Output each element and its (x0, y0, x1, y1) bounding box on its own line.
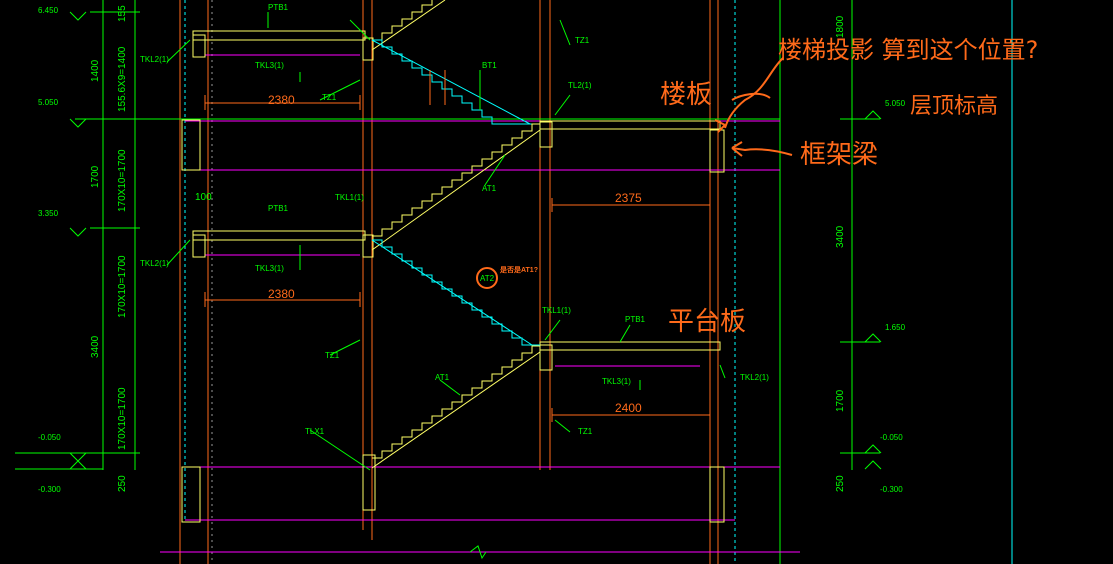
level-5050: 5.050 (38, 98, 59, 107)
label-tz1-mid: TZ1 (325, 351, 340, 360)
annotation-question: 楼梯投影 算到这个位置? (778, 36, 1038, 64)
label-tkl3-mid: TKL3(1) (255, 264, 284, 273)
level-r1650: 1.650 (885, 323, 906, 332)
dim-1800r: 1800 (835, 15, 846, 38)
dim-170x10a: 170X10=1700 (117, 149, 128, 212)
level-rm0050: -0.050 (880, 433, 903, 442)
dim-170x10c: 170X10=1700 (117, 387, 128, 450)
label-tl2: TL2(1) (568, 81, 592, 90)
dim-2380-mid: 2380 (268, 287, 295, 301)
label-ptb1-low: PTB1 (625, 315, 646, 324)
label-tkl1-mid: TKL1(1) (335, 193, 364, 202)
label-tz1-topright: TZ1 (575, 36, 590, 45)
dim-170x10b: 170X10=1700 (117, 255, 128, 318)
level-6450: 6.450 (38, 6, 59, 15)
dim-3400a: 3400 (90, 335, 101, 358)
level-m0300: -0.300 (38, 485, 61, 494)
dim-2375: 2375 (615, 191, 642, 205)
dimension-lines (204, 95, 711, 422)
label-at1-mid: AT1 (482, 184, 497, 193)
leader-lines (166, 12, 726, 471)
label-ptb1-mid: PTB1 (268, 204, 289, 213)
level-rm0300: -0.300 (880, 485, 903, 494)
label-tz1-top: TZ1 (322, 93, 337, 102)
label-tkl2-mid: TKL2(1) (140, 259, 169, 268)
dim-2400: 2400 (615, 401, 642, 415)
dim-1700a: 1700 (90, 165, 101, 188)
annotation-slab: 楼板 (660, 80, 712, 110)
stair-flights (371, 0, 541, 469)
annotation-roof-level: 层顶标高 (910, 94, 998, 119)
label-tlx1: TLX1 (305, 427, 325, 436)
label-tkl2-top: TKL2(1) (140, 55, 169, 64)
dim-1400: 1400 (90, 59, 101, 82)
annotation-frame-beam: 框架梁 (800, 140, 878, 170)
handwritten-annotations: 楼梯投影 算到这个位置? 楼板 层顶标高 框架梁 平台板 (660, 36, 1038, 337)
annotation-platform: 平台板 (668, 307, 746, 337)
vertical-dimensions: 1400 155.6X9=1400 155 1700 170X10=1700 1… (90, 5, 846, 492)
dim-250a: 250 (117, 475, 128, 492)
label-tkl1-low: TKL1(1) (542, 306, 571, 315)
label-tkl3-top: TKL3(1) (255, 61, 284, 70)
grid-lines (15, 0, 1013, 564)
level-3350: 3.350 (38, 209, 59, 218)
label-at1-low: AT1 (435, 373, 450, 382)
dim-1700r: 1700 (835, 389, 846, 412)
at2-question-note: 是否是AT1? (499, 265, 538, 274)
level-r5050: 5.050 (885, 99, 906, 108)
label-ptb1-top: PTB1 (268, 3, 289, 12)
level-ticks (69, 11, 882, 470)
dim-3400r: 3400 (835, 225, 846, 248)
at2-circle-markup (476, 267, 498, 289)
label-at2: AT2 (480, 274, 495, 283)
level-m0050: -0.050 (38, 433, 61, 442)
label-tkl2-low: TKL2(1) (740, 373, 769, 382)
label-tkl3-low: TKL3(1) (602, 377, 631, 386)
label-tz1-low: TZ1 (578, 427, 593, 436)
span-dimensions: 2380 2380 2375 2400 (268, 93, 642, 415)
dim-155: 155 (117, 5, 128, 22)
dim-250r: 250 (835, 475, 846, 492)
dim-2380-top: 2380 (268, 93, 295, 107)
label-bt1: BT1 (482, 61, 497, 70)
component-labels: 6.450 5.050 3.350 -0.050 -0.300 5.050 1.… (38, 3, 906, 494)
dim-100: 100 (195, 192, 212, 203)
dim-155x9: 155.6X9=1400 (117, 46, 128, 112)
